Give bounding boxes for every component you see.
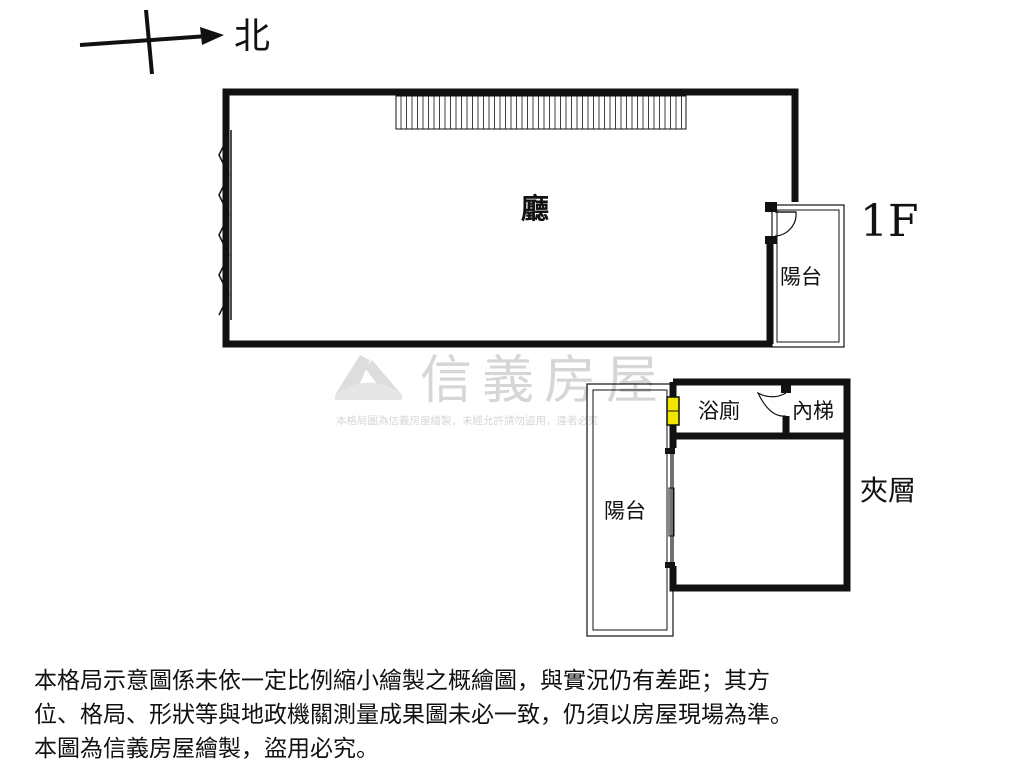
floor-mezzanine: 陽台 浴廁 內梯 夾層	[586, 378, 916, 637]
sliding-door-jamb-bottom	[665, 562, 675, 568]
balcony-1f-label: 陽台	[780, 265, 822, 289]
compass-arrow-icon	[79, 34, 209, 47]
compass-arrowhead-icon	[200, 27, 224, 45]
compass-cross-line	[144, 9, 154, 75]
bathroom-door-jamb	[781, 385, 791, 393]
disclaimer: 本格局示意圖係未依一定比例縮小繪製之概繪圖，與實況仍有差距；其方 位、格局、形狀…	[34, 664, 994, 766]
compass: 北	[79, 9, 270, 75]
watermark-notice: 本格局圖為信義房屋繪製，未經允許請勿盜用，違者必究	[336, 414, 599, 427]
balcony-mezz-label: 陽台	[604, 499, 646, 523]
sliding-door-jamb-top	[665, 448, 675, 454]
balcony-door-jamb-bottom	[765, 236, 777, 244]
balcony-mezz-inner	[592, 389, 668, 631]
bathroom-label: 浴廁	[698, 399, 740, 423]
disclaimer-line-2: 位、格局、形狀等與地政機關測量成果圖未必一致，仍須以房屋現場為準。	[34, 702, 793, 728]
floor-plan: 信義房屋 本格局圖為信義房屋繪製，未經允許請勿盜用，違者必究 北 廳 陽台 1F	[79, 9, 919, 637]
sliding-door-panel	[668, 487, 675, 537]
watermark-brand: 信義房屋	[420, 351, 668, 411]
mezzanine-label: 夾層	[860, 474, 916, 507]
floor-1f-label: 1F	[860, 196, 919, 247]
watermark: 信義房屋 本格局圖為信義房屋繪製，未經允許請勿盜用，違者必究	[335, 351, 668, 427]
hall-label: 廳	[521, 192, 549, 225]
floor-1f: 廳 陽台 1F	[218, 88, 919, 348]
north-window-grille	[395, 95, 687, 130]
balcony-1f-outline	[771, 204, 845, 348]
folding-door-icon	[218, 134, 230, 316]
compass-north-label: 北	[234, 16, 270, 57]
hall-wall	[222, 88, 799, 348]
door-swing-icon	[774, 211, 797, 237]
balcony-1f-inner	[776, 209, 840, 343]
grille-lines	[400, 96, 682, 129]
watermark-logo-icon	[335, 355, 402, 400]
bathroom-door-swing-icon	[756, 391, 787, 417]
balcony-door-jamb-top	[765, 202, 777, 212]
mezzanine-wall	[669, 378, 851, 592]
disclaimer-line-3: 本圖為信義房屋繪製，盜用必究。	[34, 736, 379, 762]
inner-stairs-label: 內梯	[792, 399, 834, 423]
balcony-mezz-outline	[586, 383, 674, 637]
disclaimer-line-1: 本格局示意圖係未依一定比例縮小繪製之概繪圖，與實況仍有差距；其方	[34, 668, 770, 694]
